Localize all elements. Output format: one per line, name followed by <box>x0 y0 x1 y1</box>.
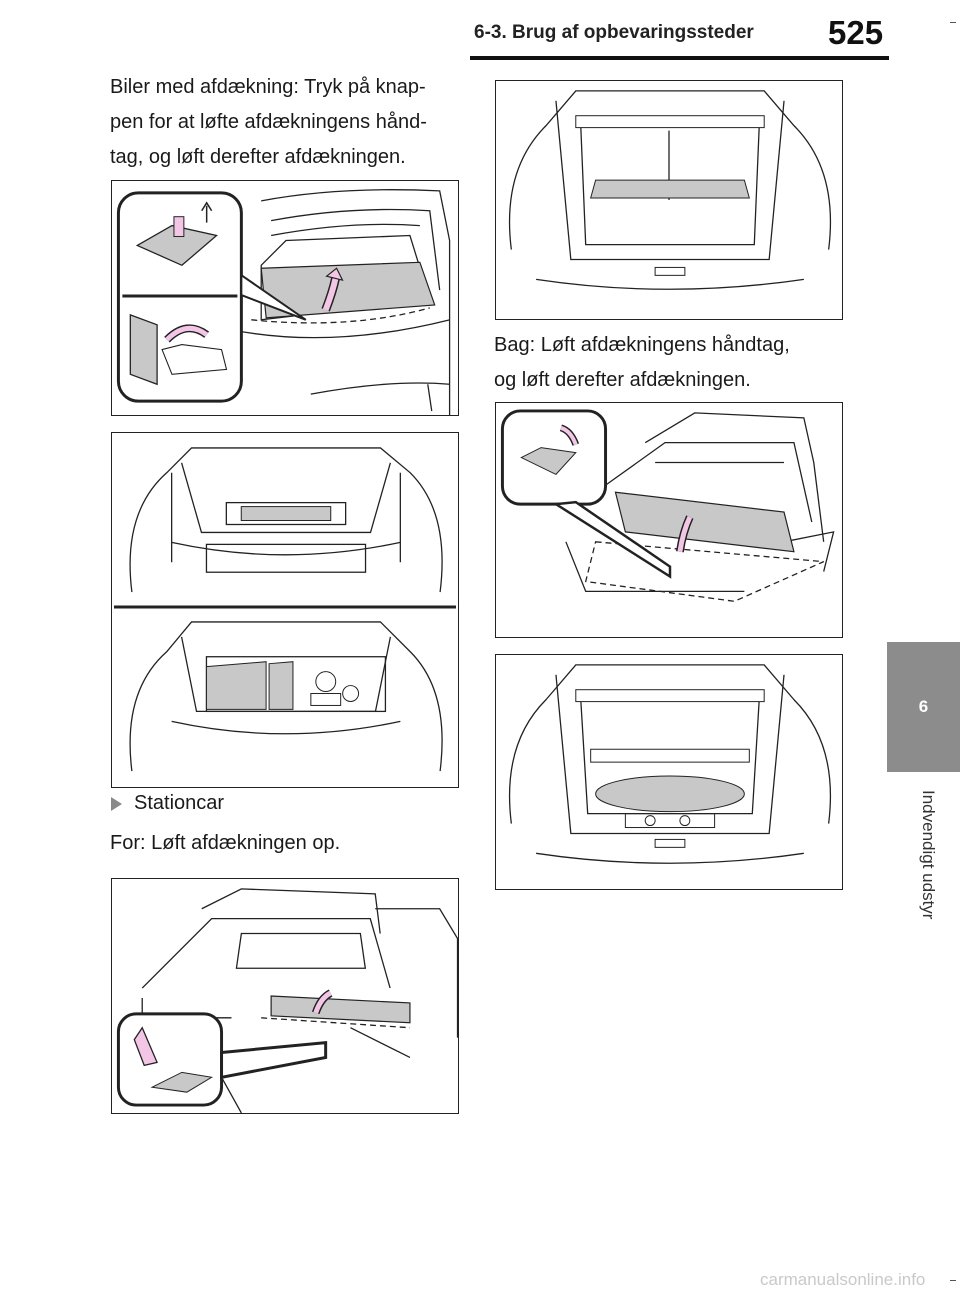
section-title: 6-3. Brug af opbevaringssteder <box>474 22 754 43</box>
figure-hatchback-floor-storage <box>111 432 459 788</box>
figure-stationcar-underfloor-storage <box>495 654 843 890</box>
page-number: 525 <box>828 14 884 51</box>
watermark: carmanualsonline.info <box>760 1270 926 1289</box>
header-rule <box>470 56 889 60</box>
crop-mark <box>950 22 956 23</box>
chapter-label: Indvendigt udstyr <box>919 790 938 920</box>
rear-instruction-line-1: Bag: Løft afdækningens håndtag, <box>494 334 790 356</box>
rear-instruction-line-2: og løft derefter afdækningen. <box>494 369 751 391</box>
figure-stationcar-front-cover <box>111 878 459 1114</box>
stationcar-front-illustration <box>116 888 458 1113</box>
triangle-bullet-icon <box>111 796 122 811</box>
figure-stationcar-rear-cover <box>495 80 843 320</box>
front-instruction: For: Løft afdækningen op. <box>110 832 341 854</box>
intro-line-2: pen for at løfte afdækningens hånd- <box>110 111 427 133</box>
floor-storage-illustration <box>113 447 457 772</box>
figure-stationcar-rear-handle <box>495 402 843 638</box>
intro-line-3: tag, og løft derefter afdækningen. <box>110 146 406 168</box>
bullet-stationcar-label: Stationcar <box>134 792 225 814</box>
figure-hatchback-cover-button <box>111 180 459 416</box>
stationcar-rear-handle-illustration <box>500 409 835 602</box>
crop-mark <box>950 1280 956 1281</box>
hatchback-cover-illustration <box>116 189 451 415</box>
bullet-stationcar: Stationcar <box>111 792 224 815</box>
intro-line-1: Biler med afdækning: Tryk på knap- <box>110 76 426 98</box>
chapter-tab: 6 <box>887 642 960 772</box>
stationcar-underfloor-illustration <box>508 664 832 864</box>
stationcar-rear-cover-illustration <box>508 90 832 290</box>
